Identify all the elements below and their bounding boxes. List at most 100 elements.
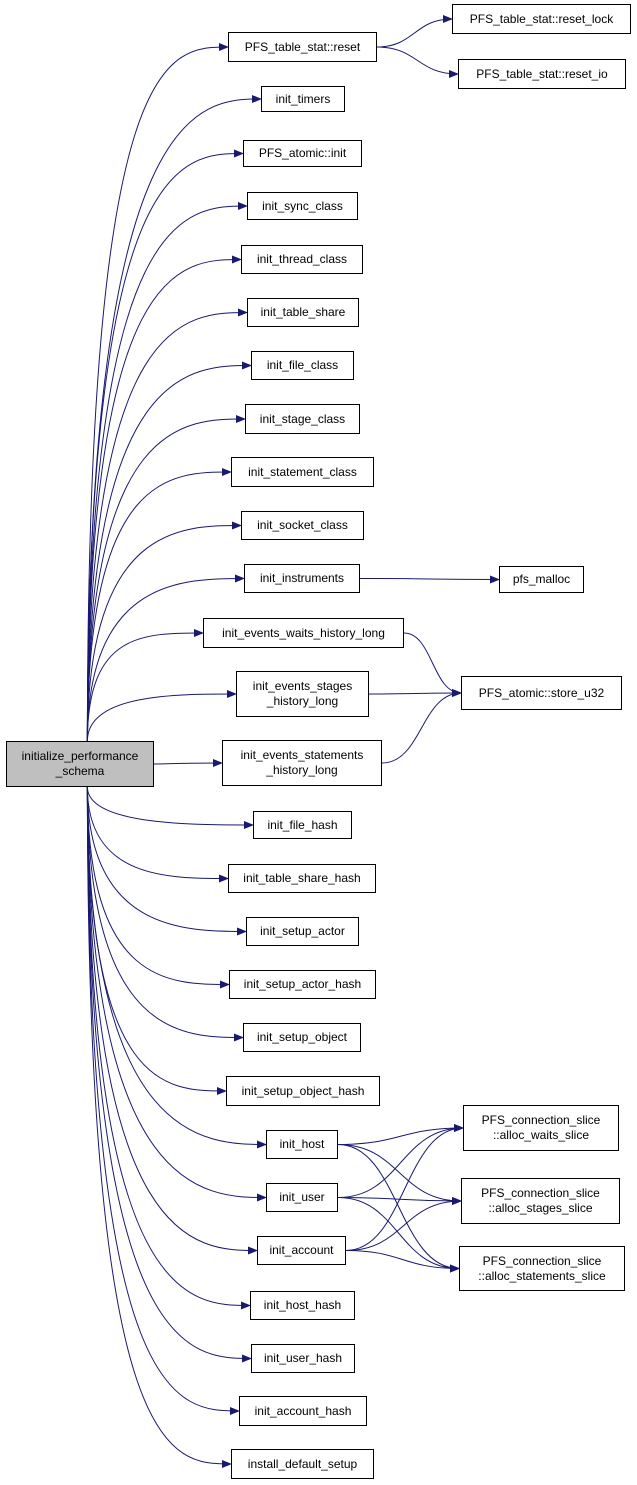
node-install-default-setup[interactable]: install_default_setup [231, 1449, 374, 1479]
node-init-setup-object[interactable]: init_setup_object [243, 1023, 361, 1052]
edge-root-to-init-setup-actor-hash [86, 786, 230, 989]
node-reset-lock[interactable]: PFS_table_stat::reset_lock [452, 4, 631, 34]
node-label-line: init_setup_object [256, 1030, 348, 1044]
edge-init-account-to-stages-slice [345, 1197, 462, 1251]
node-init-file-hash[interactable]: init_file_hash [253, 811, 352, 839]
edge-root-to-statements-hist [153, 759, 223, 768]
node-init-thread-class[interactable]: init_thread_class [241, 245, 363, 274]
edge-root-to-init-table-share-hash [86, 786, 229, 883]
node-init-instruments[interactable]: init_instruments [244, 564, 360, 593]
node-label-line: PFS_atomic::init [258, 146, 347, 160]
node-reset-io[interactable]: PFS_table_stat::reset_io [458, 59, 626, 89]
node-label-line: init_account_hash [254, 1403, 352, 1418]
node-label-line: init_thread_class [256, 252, 348, 266]
node-label-line: ::alloc_stages_slice [488, 1201, 593, 1215]
edge-root-to-install-default-setup [86, 786, 232, 1468]
node-pfs-malloc[interactable]: pfs_malloc [499, 566, 584, 593]
edge-reset-to-reset-lock [376, 15, 453, 48]
node-label-line: ::alloc_waits_slice [492, 1128, 590, 1142]
edge-root-to-init-file-class [86, 361, 252, 742]
node-stages-slice[interactable]: PFS_connection_slice::alloc_stages_slice [461, 1178, 620, 1224]
node-label-line: init_account [269, 1243, 334, 1257]
node-label-line: PFS_atomic::store_u32 [478, 685, 605, 700]
node-init-socket-class[interactable]: init_socket_class [241, 511, 364, 540]
node-init-setup-actor[interactable]: init_setup_actor [246, 917, 359, 946]
node-label-line: init_socket_class [257, 518, 348, 532]
node-label-line: init_timers [275, 91, 331, 106]
edge-root-to-init-user [86, 786, 267, 1202]
node-statements-hist[interactable]: init_events_statements_history_long [222, 740, 382, 786]
node-label-line: ::alloc_statements_slice [478, 1268, 606, 1283]
node-init-timers[interactable]: init_timers [261, 86, 345, 112]
node-label-line: init_stage_class [259, 411, 346, 426]
edge-root-to-waits-hist [86, 629, 204, 742]
edge-init-user-to-statements-slice [337, 1197, 460, 1273]
edge-root-to-init-setup-object [86, 786, 244, 1042]
node-label-line: pfs_malloc [512, 572, 571, 586]
node-init-account[interactable]: init_account [257, 1236, 346, 1265]
node-init-user[interactable]: init_user [266, 1183, 338, 1212]
node-init-table-share[interactable]: init_table_share [247, 298, 359, 327]
edge-root-to-init-stage-class [86, 415, 246, 742]
node-init-host-hash[interactable]: init_host_hash [250, 1291, 355, 1320]
node-init-host[interactable]: init_host [266, 1130, 338, 1159]
edge-init-user-to-waits-slice [337, 1124, 464, 1198]
node-init-stage-class[interactable]: init_stage_class [245, 404, 360, 434]
node-stages-hist[interactable]: init_events_stages_history_long [236, 671, 369, 717]
node-waits-hist[interactable]: init_events_waits_history_long [203, 618, 404, 648]
edge-root-to-init-thread-class [86, 255, 242, 742]
node-label-line: init_table_share_hash [243, 871, 361, 885]
node-statements-slice[interactable]: PFS_connection_slice::alloc_statements_s… [459, 1246, 625, 1291]
edge-root-to-init-setup-object-hash [86, 786, 227, 1095]
edge-init-host-to-waits-slice [337, 1124, 464, 1145]
node-label-line: PFS_connection_slice [481, 1186, 600, 1200]
edge-root-to-init-setup-actor [86, 786, 247, 936]
node-init-file-class[interactable]: init_file_class [251, 351, 354, 380]
node-root: initialize_performance_schema [6, 741, 154, 787]
node-label-line: init_host [279, 1137, 325, 1151]
node-label-line: _history_long [266, 763, 338, 777]
edge-root-to-init-socket-class [86, 521, 242, 742]
node-init-sync-class[interactable]: init_sync_class [247, 192, 358, 220]
node-label-line: init_file_hash [267, 817, 338, 832]
node-init-account-hash[interactable]: init_account_hash [239, 1396, 367, 1426]
edge-root-to-atomic-init [86, 149, 244, 742]
node-waits-slice[interactable]: PFS_connection_slice::alloc_waits_slice [463, 1105, 619, 1151]
node-label-line: init_setup_actor [260, 924, 345, 938]
edge-root-to-init-statement-class [86, 468, 232, 742]
node-label-line: init_sync_class [262, 198, 343, 213]
node-label-line: _schema [55, 764, 105, 778]
edge-root-to-stages-hist [86, 690, 237, 742]
edge-root-to-reset [86, 43, 229, 742]
node-label-line: PFS_connection_slice [481, 1113, 601, 1127]
node-store-u32[interactable]: PFS_atomic::store_u32 [461, 676, 622, 710]
node-atomic-init[interactable]: PFS_atomic::init [243, 140, 362, 167]
node-label-line: install_default_setup [247, 1456, 358, 1471]
edge-root-to-init-host [86, 786, 267, 1149]
node-label-line: init_host_hash [263, 1298, 342, 1312]
node-init-setup-object-hash[interactable]: init_setup_object_hash [226, 1076, 380, 1106]
edge-stages-hist-to-store-u32 [368, 689, 462, 698]
node-label-line: _history_long [266, 694, 339, 708]
node-init-statement-class[interactable]: init_statement_class [231, 457, 374, 487]
node-label-line: init_setup_actor_hash [243, 977, 362, 991]
edge-statements-hist-to-store-u32 [381, 689, 462, 764]
node-label-line: init_user [279, 1190, 325, 1204]
edge-init-host-to-statements-slice [337, 1144, 460, 1273]
node-label-line: init_user_hash [263, 1351, 343, 1365]
edge-root-to-init-instruments [86, 574, 245, 742]
node-init-user-hash[interactable]: init_user_hash [251, 1344, 355, 1373]
edge-root-to-init-user-hash [86, 786, 252, 1363]
node-label-line: initialize_performance [21, 749, 139, 763]
node-init-table-share-hash[interactable]: init_table_share_hash [228, 864, 376, 893]
edge-root-to-init-account-hash [86, 786, 240, 1415]
node-label-line: init_setup_object_hash [241, 1083, 365, 1098]
edge-waits-hist-to-store-u32 [403, 632, 462, 697]
edge-root-to-init-host-hash [86, 786, 251, 1310]
node-reset[interactable]: PFS_table_stat::reset [228, 32, 377, 62]
edge-root-to-init-file-hash [86, 786, 254, 829]
node-init-setup-actor-hash[interactable]: init_setup_actor_hash [229, 970, 376, 999]
node-label-line: init_file_class [266, 358, 339, 372]
